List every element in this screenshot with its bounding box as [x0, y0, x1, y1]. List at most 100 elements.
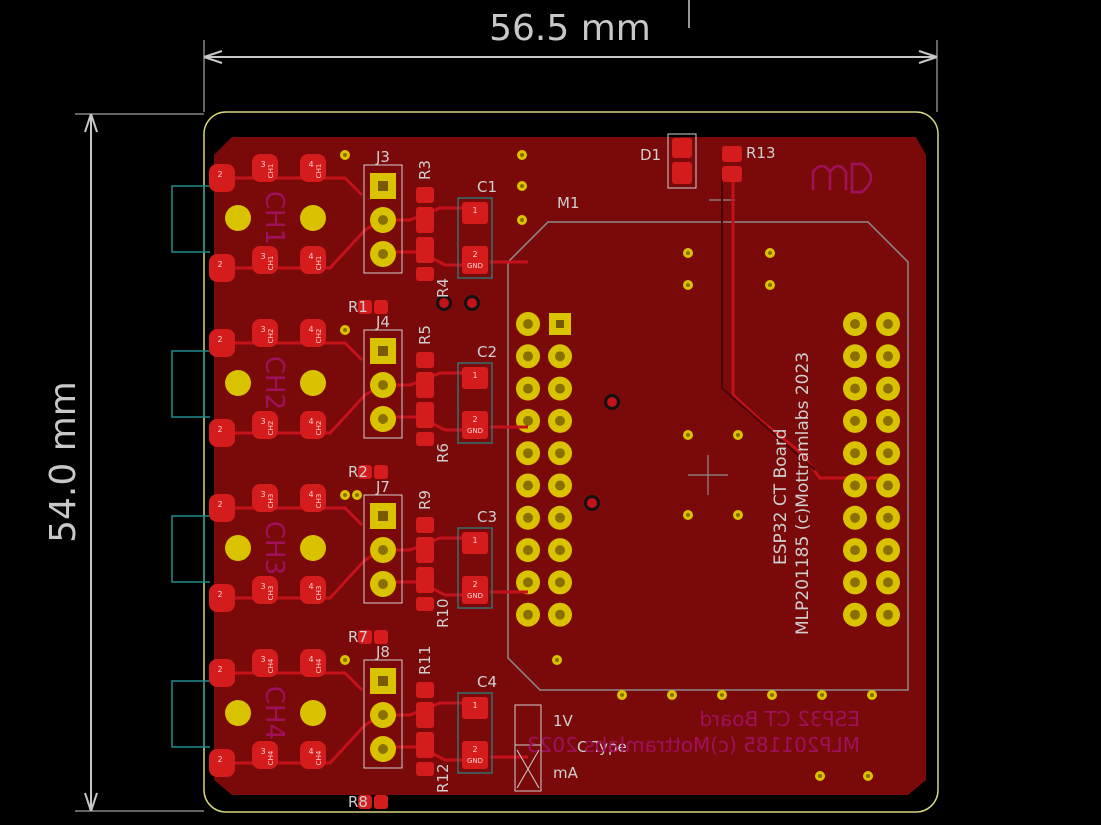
svg-text:3: 3 — [260, 747, 265, 756]
svg-text:CH2: CH2 — [315, 421, 323, 436]
m1-label: M1 — [557, 194, 580, 212]
via — [733, 510, 743, 520]
svg-text:4: 4 — [308, 490, 313, 499]
ct-pad: 2 — [209, 659, 235, 687]
header-pin — [843, 570, 867, 595]
board-title: ESP32 CT Board — [771, 429, 791, 565]
via — [517, 150, 527, 160]
svg-text:2: 2 — [217, 755, 222, 764]
svg-text:CH4: CH4 — [267, 750, 275, 765]
via — [667, 690, 677, 700]
header-pin — [843, 312, 867, 336]
cap-pad — [462, 697, 488, 719]
ct-pad: 2 — [209, 494, 235, 522]
svg-text:CH3: CH3 — [315, 586, 323, 601]
svg-text:2: 2 — [472, 250, 477, 259]
resistor-pad — [416, 742, 434, 758]
cap-pad — [462, 202, 488, 224]
via — [617, 690, 627, 700]
header-pin — [876, 570, 900, 595]
header-pin — [548, 473, 572, 498]
header-pin — [516, 570, 540, 595]
svg-text:4: 4 — [308, 325, 313, 334]
header-pin — [548, 408, 572, 433]
back-subtitle: MLP201185 (c)Mottramlabs 2023 — [527, 733, 860, 757]
header-pin — [876, 376, 900, 401]
connector-label: J8 — [375, 643, 390, 661]
svg-text:1: 1 — [472, 206, 477, 215]
via — [436, 295, 452, 311]
mount-hole — [225, 700, 251, 726]
header-pin — [843, 344, 867, 369]
width-label: 56.5 mm — [489, 8, 651, 49]
header-pin — [548, 505, 572, 530]
channel-tag: CH2 — [259, 356, 289, 410]
header-pin — [516, 473, 540, 498]
header-pin — [516, 312, 540, 336]
svg-text:2: 2 — [472, 415, 477, 424]
resistor-pad — [416, 187, 434, 203]
jumper-outline — [514, 704, 542, 792]
svg-text:4: 4 — [308, 252, 313, 261]
header-pin — [549, 313, 571, 335]
mount-hole — [300, 535, 326, 561]
svg-text:CH4: CH4 — [315, 750, 323, 765]
via — [717, 690, 727, 700]
via — [767, 690, 777, 700]
header-pin — [548, 344, 572, 369]
svg-text:4: 4 — [308, 655, 313, 664]
back-silkscreen: ESP32 CT Board MLP201185 (c)Mottramlabs … — [527, 707, 860, 757]
resistor-pad — [416, 517, 434, 533]
resistor-pad — [416, 352, 434, 368]
svg-text:2: 2 — [217, 170, 222, 179]
mount-hole — [300, 205, 326, 231]
svg-text:2: 2 — [217, 260, 222, 269]
header-pin — [548, 441, 572, 466]
cap-pad — [462, 246, 488, 274]
r13-trace — [731, 175, 888, 480]
ct-pad: 2 — [209, 584, 235, 612]
resistor-pad — [416, 762, 434, 776]
width-dimension: 56.5 mm — [203, 0, 938, 112]
via — [517, 181, 527, 191]
resistor-label: R7 — [348, 628, 368, 646]
d1-label: D1 — [640, 146, 661, 164]
cap-label: C2 — [477, 343, 497, 361]
svg-text:3: 3 — [260, 490, 265, 499]
label-ma: mA — [553, 764, 579, 782]
header-pin — [843, 376, 867, 401]
board-subtitle: MLP201185 (c)Mottramlabs 2023 — [793, 352, 813, 635]
header-pin — [516, 505, 540, 530]
label-ctype: C Type — [577, 738, 627, 756]
header-pin — [876, 441, 900, 466]
via — [683, 280, 693, 290]
mount-hole — [300, 370, 326, 396]
svg-text:1: 1 — [472, 371, 477, 380]
header-pin — [876, 408, 900, 433]
resistor-label: R4 — [434, 278, 452, 298]
svg-text:CH3: CH3 — [267, 586, 275, 601]
resistor-label: R2 — [348, 463, 368, 481]
height-dimension: 54.0 mm — [43, 113, 204, 812]
header-pin — [876, 505, 900, 530]
header-pin — [548, 570, 572, 595]
d1-component: D1 — [640, 133, 697, 189]
header-pin — [843, 602, 867, 627]
svg-text:CH1: CH1 — [315, 164, 323, 179]
svg-text:4: 4 — [308, 747, 313, 756]
resistor-pad — [416, 247, 434, 263]
via — [340, 655, 350, 665]
ct-pad: 2 — [209, 419, 235, 447]
via — [340, 325, 350, 335]
svg-text:GND: GND — [467, 757, 483, 765]
resistor-label: R9 — [416, 490, 434, 510]
